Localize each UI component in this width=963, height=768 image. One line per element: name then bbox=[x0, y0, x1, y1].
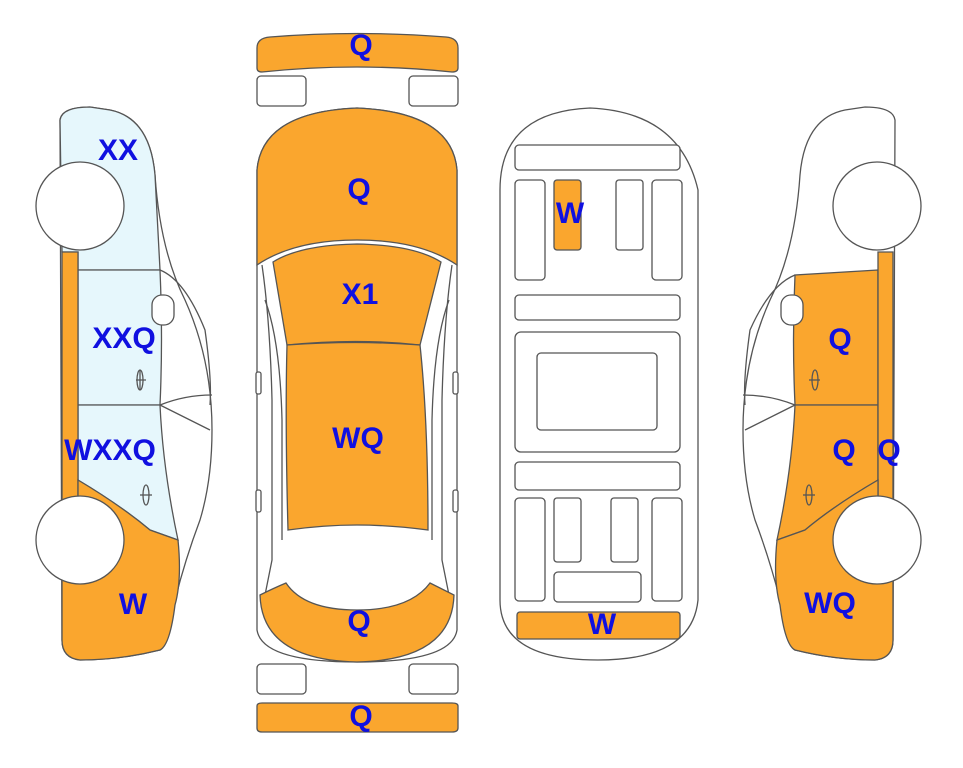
windshield-panel[interactable] bbox=[272, 243, 442, 346]
trunk-label: Q bbox=[347, 605, 370, 638]
right-rear-door-label: Q bbox=[832, 434, 855, 467]
right-front-wheel bbox=[832, 161, 922, 251]
rear-bumper-panel[interactable] bbox=[256, 702, 459, 733]
left-front-label: XX bbox=[98, 134, 138, 167]
right-side-view bbox=[742, 106, 922, 661]
rear-right-light bbox=[408, 663, 459, 695]
right-rear-wheel bbox=[832, 495, 922, 585]
front-bumper-panel[interactable] bbox=[256, 32, 459, 73]
top-left-side bbox=[261, 264, 273, 601]
under-rear-label: W bbox=[588, 608, 617, 641]
hood-panel[interactable] bbox=[256, 107, 458, 267]
right-rear-pillar-label: Q bbox=[877, 434, 900, 467]
underside-rear-panel[interactable] bbox=[516, 611, 681, 640]
left-front-wheel bbox=[35, 161, 125, 251]
top-right-side bbox=[441, 264, 453, 601]
front-left-light bbox=[256, 75, 307, 107]
underside-view bbox=[499, 107, 699, 661]
left-side-view bbox=[35, 106, 213, 661]
top-view bbox=[255, 32, 459, 733]
roof-panel[interactable] bbox=[285, 341, 429, 531]
roof-label: WQ bbox=[332, 422, 384, 455]
front-right-light bbox=[408, 75, 459, 107]
underside-front-panel[interactable] bbox=[553, 179, 582, 251]
left-rear-wheel bbox=[35, 495, 125, 585]
right-rear-label: WQ bbox=[804, 587, 856, 620]
right-front-door-label: Q bbox=[828, 323, 851, 356]
left-front-door-label: XXQ bbox=[92, 322, 155, 355]
hood-label: Q bbox=[347, 173, 370, 206]
under-front-label: W bbox=[556, 197, 585, 230]
left-rear-door-label: WXXQ bbox=[64, 434, 156, 467]
rear-left-light bbox=[256, 663, 307, 695]
trunk-panel[interactable] bbox=[259, 582, 455, 663]
front-bumper-label: Q bbox=[349, 29, 372, 62]
left-rear-label: W bbox=[119, 588, 148, 621]
windshield-label: X1 bbox=[342, 278, 379, 311]
rear-bumper-label: Q bbox=[349, 700, 372, 733]
